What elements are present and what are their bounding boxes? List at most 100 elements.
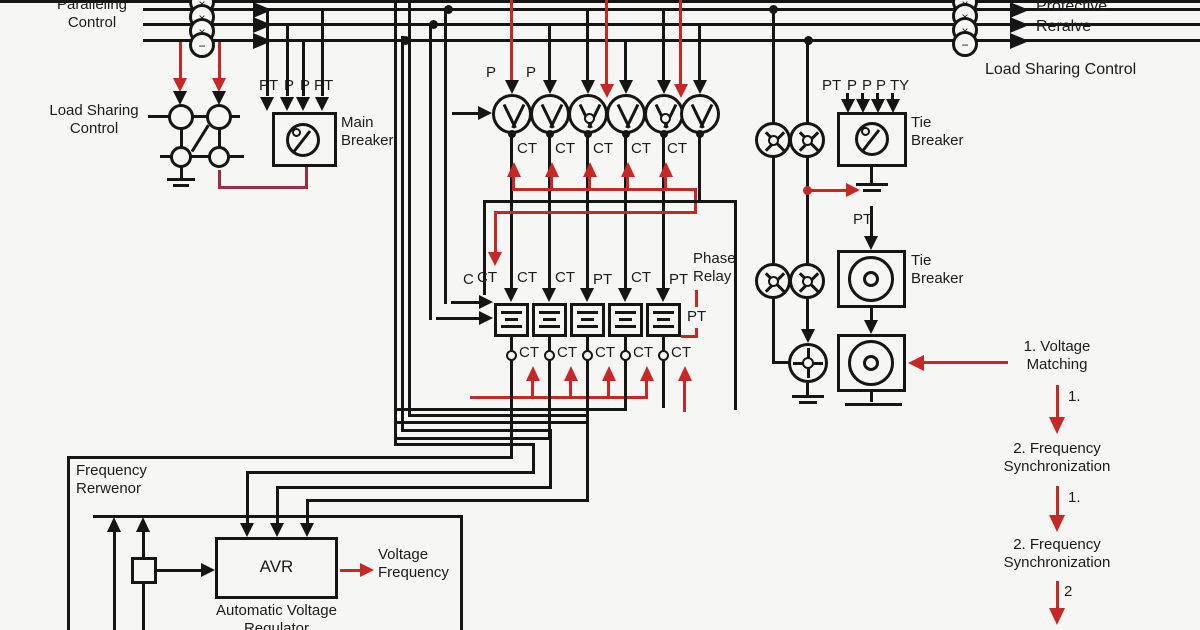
arrow-icon: [173, 91, 187, 105]
tie-breaker-2-label: Tie Breaker: [911, 252, 964, 288]
red-arrow-icon: [564, 366, 578, 381]
arrow-icon: [504, 288, 518, 302]
ground-icon: [173, 184, 189, 187]
wire: [307, 499, 589, 502]
wire: [67, 456, 513, 459]
wire: [772, 156, 775, 265]
wire: [470, 396, 648, 399]
relay-box: [532, 303, 567, 337]
red-arrow-icon: [640, 366, 654, 381]
step3-num: 2: [1064, 583, 1073, 600]
wire: [142, 584, 145, 630]
arrow-icon: [657, 80, 671, 94]
arrow-icon: [871, 99, 885, 113]
load-sharing-right-label: Load Sharing Control: [985, 61, 1137, 78]
wire: [548, 23, 551, 80]
breaker-symbol: [292, 128, 301, 137]
red-arrow-icon: [526, 366, 540, 381]
ct-label: CT: [517, 140, 537, 157]
red-arrow-icon: [173, 78, 187, 92]
tie-pt-label: P: [862, 77, 873, 94]
red-arrow-icon: [846, 183, 860, 197]
wire: [548, 360, 551, 440]
ct-label: CT: [593, 140, 613, 157]
wire: [870, 308, 873, 322]
wire: [510, 337, 513, 351]
arrow-icon: [136, 517, 150, 532]
wire: [846, 93, 849, 103]
red-arrow-icon: [602, 366, 616, 381]
wire: [588, 177, 591, 190]
wire: [510, 0, 513, 80]
wire: [532, 443, 535, 474]
wire: [876, 93, 879, 103]
wire: [401, 36, 404, 431]
bus-arrow-icon: [1010, 2, 1029, 18]
step3-label: 2. Frequency Synchronization: [1003, 536, 1111, 572]
red-arrow-icon: [360, 563, 374, 577]
arrow-icon: [693, 80, 707, 94]
relay-input-label: CT: [555, 269, 575, 286]
avr-label: AVR: [259, 557, 294, 576]
wire: [569, 380, 572, 398]
arrow-icon: [201, 563, 215, 577]
governor-box: [131, 557, 157, 584]
junction-dot: [401, 36, 410, 45]
wire: [494, 211, 497, 253]
red-arrow-icon: [908, 355, 924, 371]
wire: [1056, 581, 1059, 610]
main-pt-label: P: [300, 77, 311, 94]
red-arrow-icon: [659, 162, 673, 177]
red-arrow-icon: [674, 84, 688, 98]
avr-box: [215, 537, 338, 599]
arrow-icon: [260, 97, 274, 111]
arrow-icon: [479, 311, 493, 325]
red-arrow-icon: [1049, 515, 1065, 532]
pt-label: PT: [687, 308, 707, 325]
bus-arrow-icon: [253, 17, 272, 33]
relay-input-label: PT: [593, 271, 613, 288]
wire: [512, 188, 697, 191]
bus-arrow-icon: [253, 33, 272, 49]
arrow-icon: [212, 91, 226, 105]
wire: [605, 0, 608, 84]
arrow-icon: [270, 523, 284, 537]
tie-pt-label: TY: [890, 77, 910, 94]
wire: [698, 23, 701, 80]
wire: [1056, 486, 1059, 517]
wire: [483, 200, 486, 295]
wire: [157, 569, 203, 572]
wire: [548, 337, 551, 351]
tie-breaker-1-box: [837, 112, 907, 167]
tie-pt-label: PT: [822, 77, 842, 94]
wire: [142, 531, 145, 558]
ct-label: CT: [631, 140, 651, 157]
wire: [113, 531, 116, 630]
ground-icon: [856, 183, 888, 186]
relay-box: [608, 303, 643, 337]
wire: [806, 383, 809, 395]
red-arrow-icon: [545, 162, 559, 177]
relay-box: [494, 303, 529, 337]
red-arrow-icon: [488, 252, 502, 266]
wire: [734, 200, 737, 410]
wire: [698, 134, 701, 202]
wire: [870, 392, 873, 402]
wire: [276, 486, 279, 523]
wire: [549, 429, 552, 489]
red-arrow-icon: [678, 366, 692, 381]
wire: [179, 42, 182, 78]
wire: [531, 380, 534, 398]
arrow-icon: [856, 99, 870, 113]
junction-dot: [803, 186, 812, 195]
relay-input-label: CT: [517, 269, 537, 286]
red-arrow-icon: [621, 162, 635, 177]
arrow-icon: [864, 320, 878, 334]
wire: [266, 8, 269, 96]
wire: [494, 211, 697, 214]
wire: [452, 112, 478, 115]
p-label: P: [486, 64, 497, 81]
